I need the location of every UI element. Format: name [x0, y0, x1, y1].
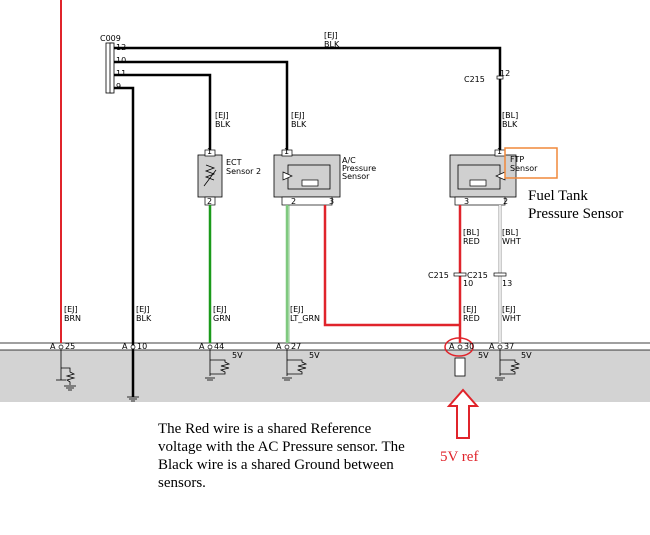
c215-top-connector — [496, 75, 504, 80]
pin30-highlight — [444, 337, 474, 357]
bw-ltgrn-spec: [EJ] — [290, 305, 304, 314]
top-wire-label: [EJ]BLK — [324, 31, 340, 49]
pin-a-25-conn: A — [50, 342, 56, 351]
c215-top-label: C215 — [464, 75, 485, 84]
red-shared-ref-wire — [323, 205, 460, 327]
c009-pin-9: 9 — [116, 82, 121, 91]
ac-pin1-label: 1 — [284, 147, 289, 156]
blk-wire-ac — [114, 60, 289, 150]
c009-label: C009 — [100, 34, 121, 43]
ac-pins-bottom — [281, 196, 333, 206]
ftp-pin1-label: 1 — [497, 147, 502, 156]
pin-a-27-conn: A — [276, 342, 282, 351]
c215-wht-label: C215 — [467, 271, 488, 280]
pin-a-44: 44 — [214, 342, 224, 351]
c215-wht-connector — [493, 272, 507, 277]
bw-brn-spec: [EJ] — [64, 305, 78, 314]
ftp-red-label: [BL]RED — [463, 228, 480, 246]
bw-wht-spec: [EJ] — [502, 305, 516, 314]
blk-wire-top — [114, 46, 502, 150]
ect-pin1 — [204, 149, 216, 157]
ac-amp-icon — [282, 171, 293, 181]
bw-ltgrn-color: LT_GRN — [290, 314, 320, 323]
fuel-tank-title-line1: Fuel Tank — [528, 188, 588, 204]
pin-a-25: 25 — [65, 342, 75, 351]
ecm-internals — [56, 350, 521, 402]
bw-blk-spec: [EJ] — [136, 305, 150, 314]
bw-grn-color: GRN — [213, 314, 231, 323]
thermistor-arrow — [203, 169, 217, 187]
pin-a-30-conn: A — [449, 342, 455, 351]
pin-a-10: 10 — [137, 342, 147, 351]
thermistor-icon — [204, 164, 216, 181]
ftp-sensor — [449, 154, 517, 198]
c009-pin-12: 12 — [116, 43, 126, 52]
red-up-arrow-icon — [446, 388, 480, 439]
ect-pin2-label: 2 — [207, 197, 212, 206]
bw-wht-color: WHT — [502, 314, 521, 323]
fuel-tank-title-line2: Pressure Sensor — [528, 206, 623, 222]
blk-wire-ect — [114, 73, 212, 150]
ac-pin2-label: 2 — [291, 197, 296, 206]
ftp-wht-label: [BL]WHT — [502, 228, 521, 246]
ac-resistor-icon — [301, 179, 319, 187]
ect-sensor — [197, 154, 223, 198]
pin-a-37: 37 — [504, 342, 514, 351]
ac-wire-label: [EJ]BLK — [291, 111, 307, 129]
c009-pin-10: 10 — [116, 56, 126, 65]
ftp-resistor-icon — [469, 179, 487, 187]
c009-pin-11: 11 — [116, 69, 126, 78]
ect-pin1-label: 1 — [207, 147, 212, 156]
pin-a-10-conn: A — [122, 342, 128, 351]
ecm-region — [0, 350, 650, 402]
bw-grn-spec: [EJ] — [213, 305, 227, 314]
ac-pin1 — [281, 149, 293, 157]
ftp-pin3-label: 3 — [464, 197, 469, 206]
pin-a-44-conn: A — [199, 342, 205, 351]
bw-red-spec: [EJ] — [463, 305, 477, 314]
pin-a-30: 30 — [464, 342, 474, 351]
ftp-pin2-label: 2 — [503, 197, 508, 206]
c215-wht-pin: 13 — [502, 279, 512, 288]
bw-red-color: RED — [463, 314, 480, 323]
v5-grn: 5V — [232, 351, 243, 360]
v5-red: 5V — [478, 351, 489, 360]
ecm-pin-markers — [58, 344, 503, 350]
bw-blk-color: BLK — [136, 314, 152, 323]
c009-connector-inner — [109, 42, 115, 94]
ect-wire-label: [EJ]BLK — [215, 111, 231, 129]
pin-a-37-conn: A — [489, 342, 495, 351]
ftp-wire-label: [BL]BLK — [502, 111, 518, 129]
pin-a-27: 27 — [291, 342, 301, 351]
ftp-pins-bottom — [454, 196, 506, 206]
v5-ltgrn: 5V — [309, 351, 320, 360]
blk-wire-ground — [114, 86, 135, 397]
c215-red-label: C215 — [428, 271, 449, 280]
c215-red-connector — [453, 272, 467, 277]
explanation-note: The Red wire is a shared Reference volta… — [158, 421, 405, 491]
bw-brn-color: BRN — [64, 314, 81, 323]
v5-wht: 5V — [521, 351, 532, 360]
c215-top-pin: 12 — [500, 69, 510, 78]
ftp-highlight-box — [504, 147, 558, 179]
ac-pin3-label: 3 — [329, 197, 334, 206]
c215-red-pin: 10 — [463, 279, 473, 288]
ref-label: 5V ref — [440, 449, 478, 465]
